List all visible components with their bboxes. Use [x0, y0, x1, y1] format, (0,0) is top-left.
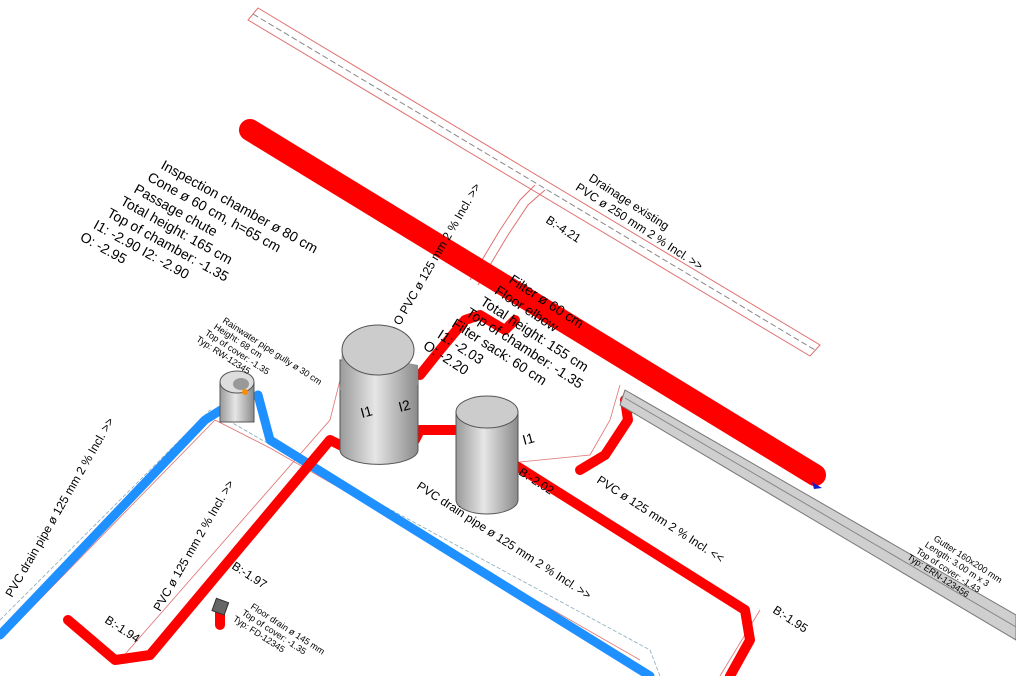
chamber-outlet-up	[415, 310, 520, 380]
chamber-inlet-1-label: I1	[359, 402, 375, 421]
rainwater-gully	[219, 370, 255, 423]
pvc-left-pipe-label: PVC ø 125 mm 2 % Incl. >>	[150, 478, 236, 614]
filter-chamber: I1	[455, 395, 537, 515]
blue-end-marker	[812, 482, 822, 489]
bottom-level-existing: B:-4.21	[543, 213, 583, 246]
inspection-chamber: I1 I2	[339, 324, 419, 465]
bottom-level-floor-drain: B:-1.97	[229, 559, 269, 592]
gutter	[619, 389, 1016, 641]
chamber-inlet-2-label: I2	[397, 396, 413, 415]
filter-inlet-1-label: I1	[521, 429, 537, 448]
floor-drain-grate	[211, 597, 230, 616]
bottom-level-filter: B:-2.02	[516, 465, 556, 498]
existing-drainage-pipe-outline	[247, 7, 821, 357]
bottom-level-right: B:-1.95	[770, 603, 810, 636]
drainage-existing-label: Drainage existing PVC ø 250 mm 2 % Incl.…	[573, 171, 705, 273]
bottom-level-left: B:-1.94	[102, 613, 142, 646]
gutter-connection	[575, 395, 633, 475]
chamber-to-filter	[410, 425, 460, 445]
rainwater-pipe-main	[253, 390, 655, 676]
inspection-chamber-label: Inspection chamber ø 80 cm Cone ø 60 cm,…	[78, 157, 321, 285]
pipe-to-floor-drain	[63, 435, 355, 665]
filter-outlet-pipe	[510, 460, 755, 676]
large-red-main-pipe	[239, 119, 826, 486]
floor-drain-label: Floor drain ø 145 mm Top of cover: -1.35…	[231, 601, 326, 656]
